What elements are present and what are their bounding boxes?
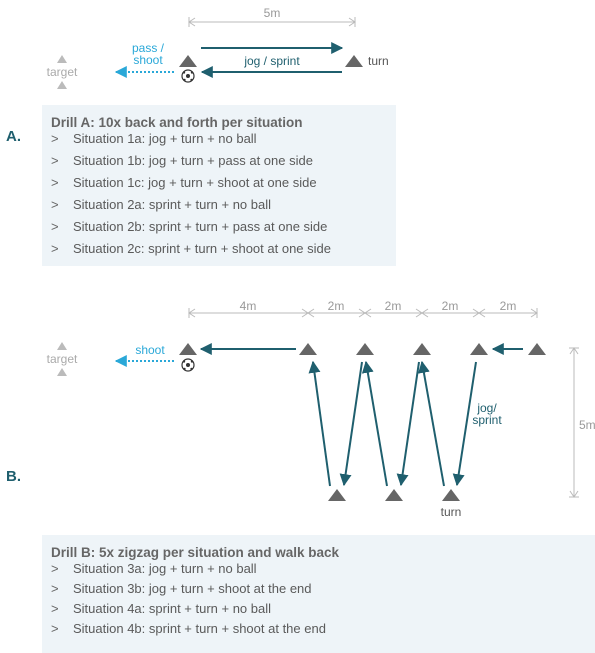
list-item-label: Situation 1b: jog + turn + pass at one s…: [73, 153, 313, 168]
distance-label-a: 5m: [264, 6, 281, 20]
jog-label-line2: sprint: [472, 413, 502, 427]
target-cone-icon: [57, 81, 67, 89]
bullet-icon: >: [51, 621, 59, 636]
bullet-icon: >: [51, 131, 59, 146]
ball-icon: [181, 358, 195, 372]
bullet-icon: >: [51, 581, 59, 596]
target-cone-icon: [57, 55, 67, 63]
list-item: > Situation 1b: jog + turn + pass at one …: [51, 152, 396, 174]
turn-label-a: turn: [368, 54, 389, 68]
distance-vertical-b: [569, 347, 579, 498]
list-item: > Situation 2a: sprint + turn + no ball: [51, 196, 396, 218]
list-item-label: Situation 4b: sprint + turn + shoot at t…: [73, 621, 326, 636]
zigzag-arrows: [199, 343, 523, 487]
shoot-label: shoot: [135, 343, 165, 357]
cone-icon: [470, 343, 488, 355]
list-item: > Situation 4b: sprint + turn + shoot at …: [51, 620, 595, 640]
bullet-icon: >: [51, 153, 59, 168]
drill-a-title: Drill A: 10x back and forth per situatio…: [51, 115, 303, 130]
section-letter-b: B.: [6, 468, 21, 485]
drill-a-list: > Situation 1a: jog + turn + no ball > Sit…: [51, 130, 396, 262]
target-cone-icon: [57, 342, 67, 350]
list-item-label: Situation 3b: jog + turn + shoot at the …: [73, 581, 312, 596]
vertical-distance-label: 5m: [579, 418, 595, 432]
list-item: > Situation 2c: sprint + turn + shoot at …: [51, 240, 396, 262]
distance-label-b: 2m: [442, 299, 459, 313]
target-label-a: target: [47, 65, 78, 79]
drill-a-box: Drill A: 10x back and forth per situatio…: [42, 105, 396, 266]
cone-icon: [528, 343, 546, 355]
list-item-label: Situation 3a: jog + turn + no ball: [73, 561, 257, 576]
list-item-label: Situation 2a: sprint + turn + no ball: [73, 197, 272, 212]
list-item: > Situation 1c: jog + turn + shoot at one…: [51, 174, 396, 196]
target-cone-icon: [57, 368, 67, 376]
cone-icon: [299, 343, 317, 355]
pass-label-line1: pass /: [132, 41, 165, 55]
list-item: > Situation 2b: sprint + turn + pass at o…: [51, 218, 396, 240]
distance-label-b: 4m: [240, 299, 257, 313]
cone-icon: [328, 489, 346, 501]
bullet-icon: >: [51, 241, 59, 256]
cone-icon: [179, 55, 197, 67]
ball-icon: [181, 69, 195, 83]
drill-b-box: Drill B: 5x zigzag per situation and wal…: [42, 535, 595, 653]
list-item-label: Situation 2c: sprint + turn + shoot at o…: [73, 241, 331, 256]
list-item-label: Situation 2b: sprint + turn + pass at on…: [73, 219, 328, 234]
bullet-icon: >: [51, 601, 59, 616]
list-item-label: Situation 1a: jog + turn + no ball: [73, 131, 257, 146]
distance-5m-a: [188, 17, 356, 27]
bullet-icon: >: [51, 175, 59, 190]
list-item: > Situation 3a: jog + turn + no ball: [51, 560, 595, 580]
bullet-icon: >: [51, 197, 59, 212]
distance-label-b: 2m: [328, 299, 345, 313]
pass-label-line2: shoot: [133, 53, 163, 67]
target-label-b: target: [47, 352, 78, 366]
list-item: > Situation 4a: sprint + turn + no ball: [51, 600, 595, 620]
list-item: > Situation 3b: jog + turn + shoot at the…: [51, 580, 595, 600]
cone-icon: [442, 489, 460, 501]
cone-icon: [345, 55, 363, 67]
distance-line-b: [188, 308, 538, 318]
distance-label-b: 2m: [385, 299, 402, 313]
bullet-icon: >: [51, 219, 59, 234]
cone-icon: [385, 489, 403, 501]
list-item-label: Situation 4a: sprint + turn + no ball: [73, 601, 272, 616]
turn-label-b: turn: [441, 505, 462, 519]
bullet-icon: >: [51, 561, 59, 576]
distance-label-b: 2m: [500, 299, 517, 313]
list-item: > Situation 1a: jog + turn + no ball: [51, 130, 396, 152]
cone-icon: [413, 343, 431, 355]
jog-label-line1: jog/: [476, 401, 497, 415]
drill-b-list: > Situation 3a: jog + turn + no ball > Sit…: [51, 560, 595, 640]
cone-icon: [179, 343, 197, 355]
list-item-label: Situation 1c: jog + turn + shoot at one …: [73, 175, 317, 190]
cone-icon: [356, 343, 374, 355]
section-letter-a: A.: [6, 128, 21, 145]
jog-sprint-label: jog / sprint: [243, 54, 300, 68]
drill-b-title: Drill B: 5x zigzag per situation and wal…: [51, 545, 340, 560]
